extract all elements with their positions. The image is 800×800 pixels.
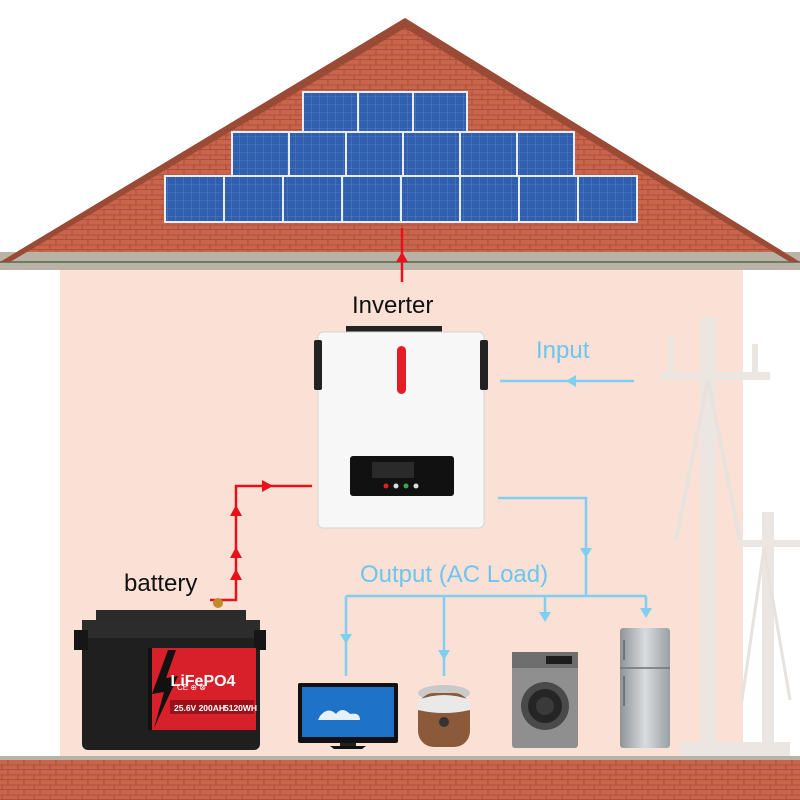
output-line bbox=[498, 496, 588, 596]
washing-machine-icon bbox=[512, 652, 578, 748]
battery-icon bbox=[74, 598, 266, 750]
battery-energy: 5120WH bbox=[224, 703, 257, 713]
inverter-label: Inverter bbox=[352, 292, 433, 319]
tv-icon bbox=[298, 683, 398, 749]
lower-roof bbox=[0, 756, 800, 800]
battery-label: battery bbox=[124, 570, 197, 597]
arrow-bat-3 bbox=[230, 505, 242, 516]
inverter-icon bbox=[314, 326, 488, 529]
input-label: Input bbox=[536, 337, 590, 364]
solar-panel-icon bbox=[164, 91, 638, 223]
battery-spec-band bbox=[170, 700, 254, 714]
output-label: Output (AC Load) bbox=[360, 561, 548, 588]
rice-cooker-icon bbox=[418, 685, 470, 747]
input-arrow bbox=[566, 375, 576, 387]
dc-line-battery bbox=[210, 484, 312, 602]
arrow-bat-2 bbox=[230, 547, 242, 558]
battery-chemistry: LiFePO4 bbox=[171, 673, 236, 690]
utility-pole-icon bbox=[660, 318, 800, 758]
battery-marks: CE ⊕ ⊗ bbox=[177, 683, 206, 692]
arrow-up-panel bbox=[396, 252, 408, 262]
refrigerator-icon bbox=[620, 628, 670, 748]
arrow-bat-1 bbox=[230, 569, 242, 580]
branch-arrows bbox=[340, 608, 652, 660]
output-arrow bbox=[580, 548, 592, 558]
battery-spec: 25.6V 200AH bbox=[174, 703, 225, 713]
arrow-bat-4 bbox=[262, 480, 273, 492]
